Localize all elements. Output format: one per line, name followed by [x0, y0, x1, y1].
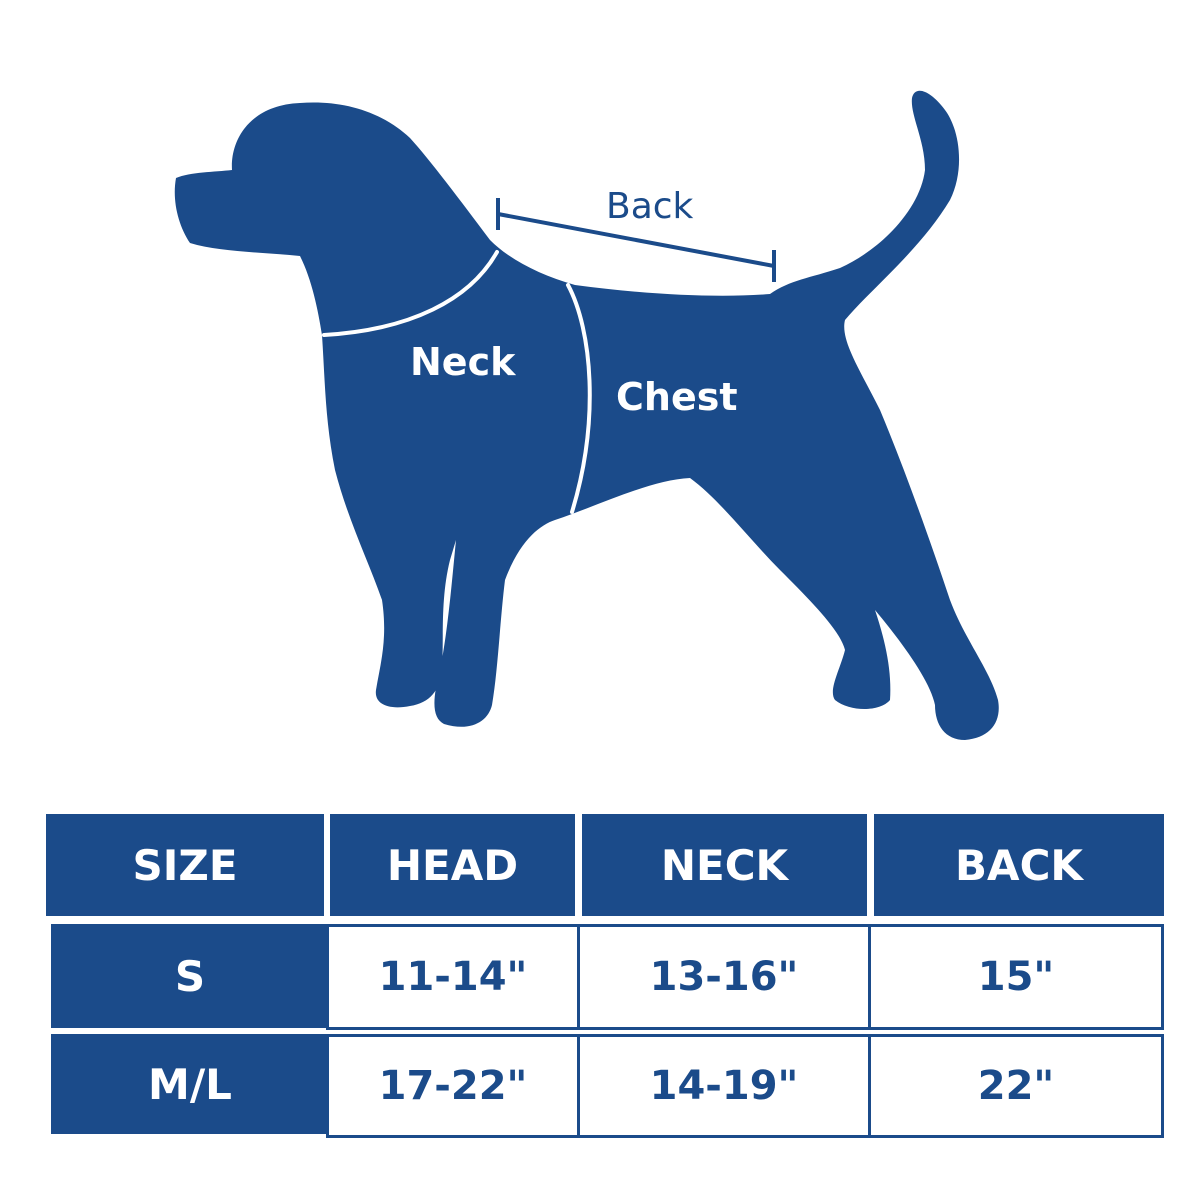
- dog-measurement-diagram: Back Neck Chest: [174, 90, 999, 740]
- neck-label: Neck: [410, 340, 516, 384]
- back-measure-line: [496, 198, 776, 282]
- row-s-back: 15": [868, 924, 1164, 1030]
- back-label: Back: [606, 186, 694, 227]
- chest-label: Chest: [616, 375, 738, 419]
- dog-silhouette-icon: [174, 90, 999, 740]
- row-ml-size: M/L: [51, 1034, 329, 1134]
- header-size: SIZE: [46, 814, 324, 916]
- chest-measure-line: [566, 283, 592, 514]
- row-ml-head: 17-22": [326, 1034, 580, 1138]
- row-ml-back: 22": [868, 1034, 1164, 1138]
- neck-measure-line: [322, 250, 499, 337]
- row-s-neck: 13-16": [577, 924, 871, 1030]
- header-back: BACK: [874, 814, 1164, 916]
- header-neck: NECK: [582, 814, 867, 916]
- header-head: HEAD: [330, 814, 575, 916]
- row-s-size: S: [51, 924, 329, 1028]
- row-ml-neck: 14-19": [577, 1034, 871, 1138]
- row-s-head: 11-14": [326, 924, 580, 1030]
